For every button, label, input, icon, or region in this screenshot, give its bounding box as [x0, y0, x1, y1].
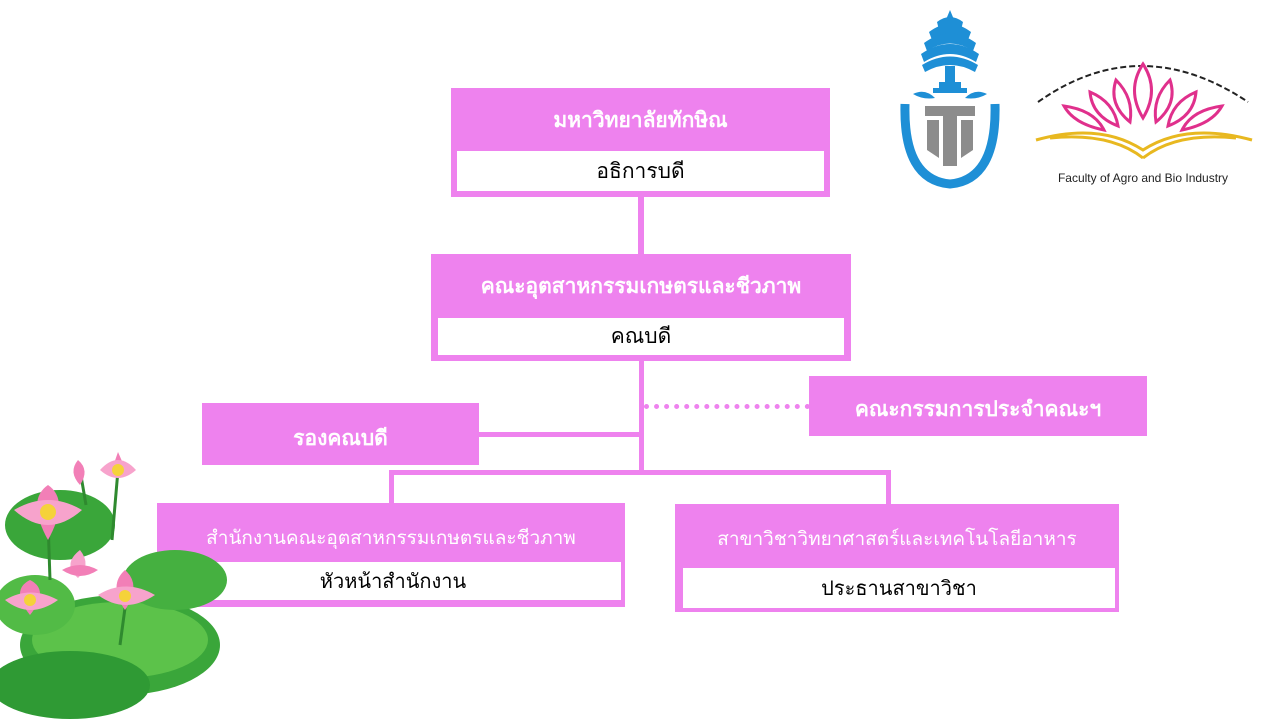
university-box: มหาวิทยาลัยทักษิณ อธิการบดี	[451, 88, 830, 197]
faculty-title: คณะอุตสาหกรรมเกษตรและชีวภาพ	[480, 274, 802, 298]
department-title: สาขาวิชาวิทยาศาสตร์และเทคโนโลยีอาหาร	[717, 528, 1077, 550]
committee-title: คณะกรรมการประจำคณะฯ	[854, 397, 1102, 421]
connector-faculty-trunk	[639, 360, 644, 473]
university-role: อธิการบดี	[457, 151, 824, 191]
connector-horizontal-branch	[389, 470, 891, 475]
connector-university-faculty	[638, 196, 644, 256]
connector-deputy	[478, 432, 642, 437]
faculty-logo-caption: Faculty of Agro and Bio Industry	[1058, 171, 1228, 185]
committee-box: คณะกรรมการประจำคณะฯ	[809, 376, 1147, 436]
office-title: สำนักงานคณะอุตสาหกรรมเกษตรและชีวภาพ	[206, 527, 576, 549]
deputy-title: รองคณบดี	[293, 426, 388, 450]
department-box: สาขาวิชาวิทยาศาสตร์และเทคโนโลยีอาหาร ประ…	[675, 504, 1119, 612]
lotus-logo-icon: Faculty of Agro and Bio Industry	[1035, 61, 1253, 185]
thaksin-university-seal-icon	[900, 10, 1000, 189]
connector-department-drop	[886, 470, 891, 505]
connector-office-drop	[389, 470, 394, 505]
lotus-flowers-and-leaves-icon	[0, 452, 227, 719]
university-title: มหาวิทยาลัยทักษิณ	[553, 108, 728, 132]
deputy-box: รองคณบดี	[202, 403, 479, 465]
department-role: ประธานสาขาวิชา	[683, 568, 1115, 608]
office-box: สำนักงานคณะอุตสาหกรรมเกษตรและชีวภาพ หัวห…	[157, 503, 625, 607]
connector-committee-dotted	[644, 404, 810, 409]
faculty-role: คณบดี	[438, 318, 844, 355]
office-role: หัวหน้าสำนักงาน	[165, 562, 621, 600]
faculty-box: คณะอุตสาหกรรมเกษตรและชีวภาพ คณบดี	[431, 254, 851, 361]
